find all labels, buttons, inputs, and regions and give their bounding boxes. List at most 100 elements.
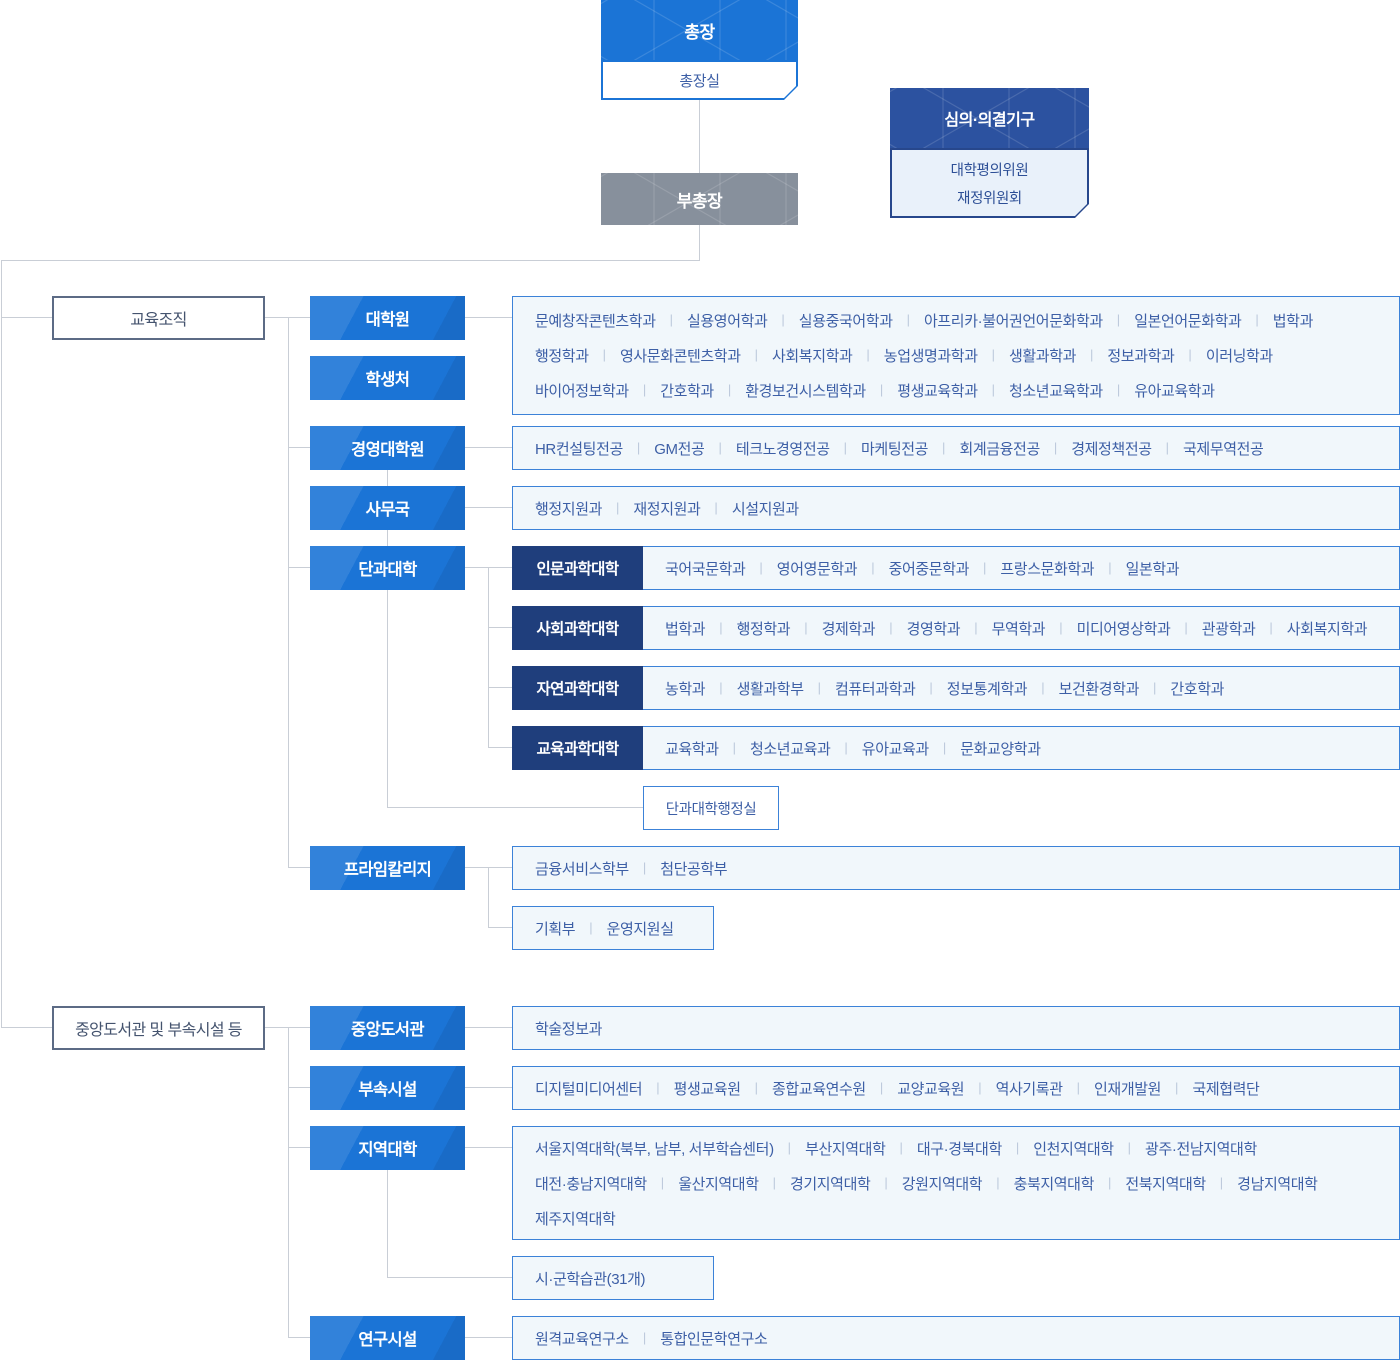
regional-campuses-box: 지역대학 (310, 1126, 465, 1170)
list-item: 충북지역대학 (1013, 1175, 1095, 1193)
list-item: 시설지원과 (731, 500, 799, 518)
college-row-humanities: 인문과학대학 국어국문학과|영어영문학과|중어중문학과|프랑스문화학과|일본학과 (512, 546, 1400, 590)
central-library-list: 학술정보과 (512, 1006, 1400, 1050)
list-item: 첨단공학부 (660, 860, 728, 878)
separator: | (754, 1079, 758, 1095)
list-item: 미디어영상학과 (1076, 620, 1171, 638)
list-row: 농학과|생활과학부|컴퓨터과학과|정보통계학과|보건환경학과|간호학과 (665, 671, 1399, 706)
separator: | (1184, 619, 1188, 635)
list-item: 행정지원과 (535, 500, 603, 518)
colleges-box: 단과대학 (310, 546, 465, 590)
list-item: 생활과학부 (736, 680, 804, 698)
list-item: 경기지역대학 (789, 1175, 871, 1193)
prime-college-box: 프라임칼리지 (310, 846, 465, 890)
connector-line (488, 867, 489, 928)
list-item: 컴퓨터과학과 (835, 680, 916, 698)
list-item: 디지털미디어센터 (535, 1080, 643, 1098)
separator: | (719, 679, 723, 695)
separator: | (636, 439, 641, 455)
president-office-box: 총장실 (601, 60, 798, 100)
separator: | (1059, 619, 1063, 635)
list-item: 관광학과 (1201, 620, 1256, 638)
separator: | (1107, 1174, 1112, 1190)
college-header: 인문과학대학 (512, 546, 643, 590)
connector-line (488, 567, 489, 748)
list-item: 무역학과 (991, 620, 1046, 638)
council-item: 대학평의위원 (950, 162, 1029, 179)
list-item: 정보통계학과 (946, 680, 1028, 698)
connector-line (488, 747, 512, 748)
separator: | (787, 1139, 792, 1155)
list-item: 국어국문학과 (665, 560, 746, 578)
business-graduate-school-list: HR컨설팅전공|GM전공|테크노경영전공|마케팅전공|회계금융전공|경제정책전공… (512, 426, 1400, 470)
college-list: 교육학과|청소년교육과|유아교육과|문화교양학과 (643, 726, 1400, 770)
administration-bureau-list: 행정지원과|재정지원과|시설지원과 (512, 486, 1400, 530)
annex-facilities-label: 부속시설 (358, 1081, 417, 1099)
list-item: 행정학과 (535, 348, 589, 365)
connector-line (387, 530, 388, 546)
list-row: 문예창작콘텐츠학과|실용영어학과|실용중국어학과|아프리카·불어권언어문화학과|… (535, 303, 1391, 338)
list-item: 경남지역대학 (1237, 1175, 1318, 1193)
college-list: 농학과|생활과학부|컴퓨터과학과|정보통계학과|보건환경학과|간호학과 (643, 666, 1400, 710)
connector-line (699, 225, 700, 260)
separator: | (1041, 679, 1045, 695)
separator: | (719, 619, 723, 635)
connector-line (387, 1277, 512, 1278)
separator: | (978, 1079, 982, 1095)
list-item: 농업생명과학과 (883, 348, 978, 365)
list-item: 일본언어문화학과 (1134, 313, 1242, 330)
separator: | (642, 382, 647, 397)
list-item: 테크노경영전공 (735, 440, 830, 458)
graduate-school-box: 대학원 (310, 296, 465, 340)
list-item: 유아교육과 (861, 740, 929, 758)
separator: | (804, 619, 808, 635)
list-item: 정보과학과 (1107, 348, 1175, 365)
separator: | (1165, 439, 1170, 455)
separator: | (1090, 347, 1094, 362)
connector-line (387, 590, 388, 808)
list-item: 간호학과 (1170, 680, 1224, 698)
list-item: 청소년교육과 (750, 740, 831, 758)
list-item: 문화교양학과 (960, 740, 1041, 758)
list-item: 중어중문학과 (888, 560, 970, 578)
president-office-label: 총장실 (679, 72, 720, 90)
list-row: 대전·충남지역대학|울산지역대학|경기지역대학|강원지역대학|충북지역대학|전북… (535, 1166, 1391, 1201)
list-item: 사회복지학과 (1286, 620, 1368, 638)
list-item: 교양교육원 (897, 1080, 965, 1098)
student-affairs-label: 학생처 (365, 371, 410, 389)
list-item: 사회복지학과 (772, 348, 853, 365)
list-item: 아프리카·불어권언어문화학과 (924, 313, 1103, 330)
city-county-learning-center-label: 시·군학습관(31개) (535, 1270, 646, 1288)
separator: | (1127, 1139, 1132, 1155)
separator: | (1188, 347, 1192, 362)
connector-line (488, 927, 512, 928)
list-item: 보건환경학과 (1058, 680, 1140, 698)
college-list: 법학과|행정학과|경제학과|경영학과|무역학과|미디어영상학과|관광학과|사회복… (643, 606, 1400, 650)
list-item: 일본학과 (1125, 560, 1180, 578)
connector-line (288, 1027, 289, 1338)
vice-president-label: 부총장 (676, 191, 723, 211)
separator: | (942, 439, 946, 455)
council-body-box: 대학평의위원 재정위원회 (890, 148, 1089, 218)
regional-campuses-label: 지역대학 (358, 1141, 417, 1159)
vice-president-box: 부총장 (601, 173, 798, 225)
college-header-label: 인문과학대학 (536, 561, 620, 578)
list-item: 실용중국어학과 (798, 313, 893, 330)
list-item: 실용영어학과 (687, 313, 768, 330)
prime-college-label: 프라임칼리지 (343, 861, 432, 879)
list-item: HR컨설팅전공 (535, 440, 623, 458)
separator: | (817, 679, 821, 695)
administration-bureau-label: 사무국 (365, 501, 410, 519)
annex-facilities-box: 부속시설 (310, 1066, 465, 1110)
college-row-natural: 자연과학대학 농학과|생활과학부|컴퓨터과학과|정보통계학과|보건환경학과|간호… (512, 666, 1400, 710)
list-item: 경영학과 (906, 620, 961, 638)
list-item: 제주지역대학 (535, 1210, 616, 1228)
separator: | (718, 439, 722, 455)
list-item: 국제협력단 (1192, 1080, 1260, 1098)
separator: | (656, 1079, 660, 1095)
connector-line (387, 807, 643, 808)
business-graduate-school-label: 경영대학원 (351, 441, 425, 459)
list-item: 마케팅전공 (861, 440, 929, 458)
list-row: 행정학과|영사문화콘텐츠학과|사회복지학과|농업생명과학과|생활과학과|정보과학… (535, 338, 1391, 373)
list-item: 환경보건시스템학과 (745, 383, 866, 400)
